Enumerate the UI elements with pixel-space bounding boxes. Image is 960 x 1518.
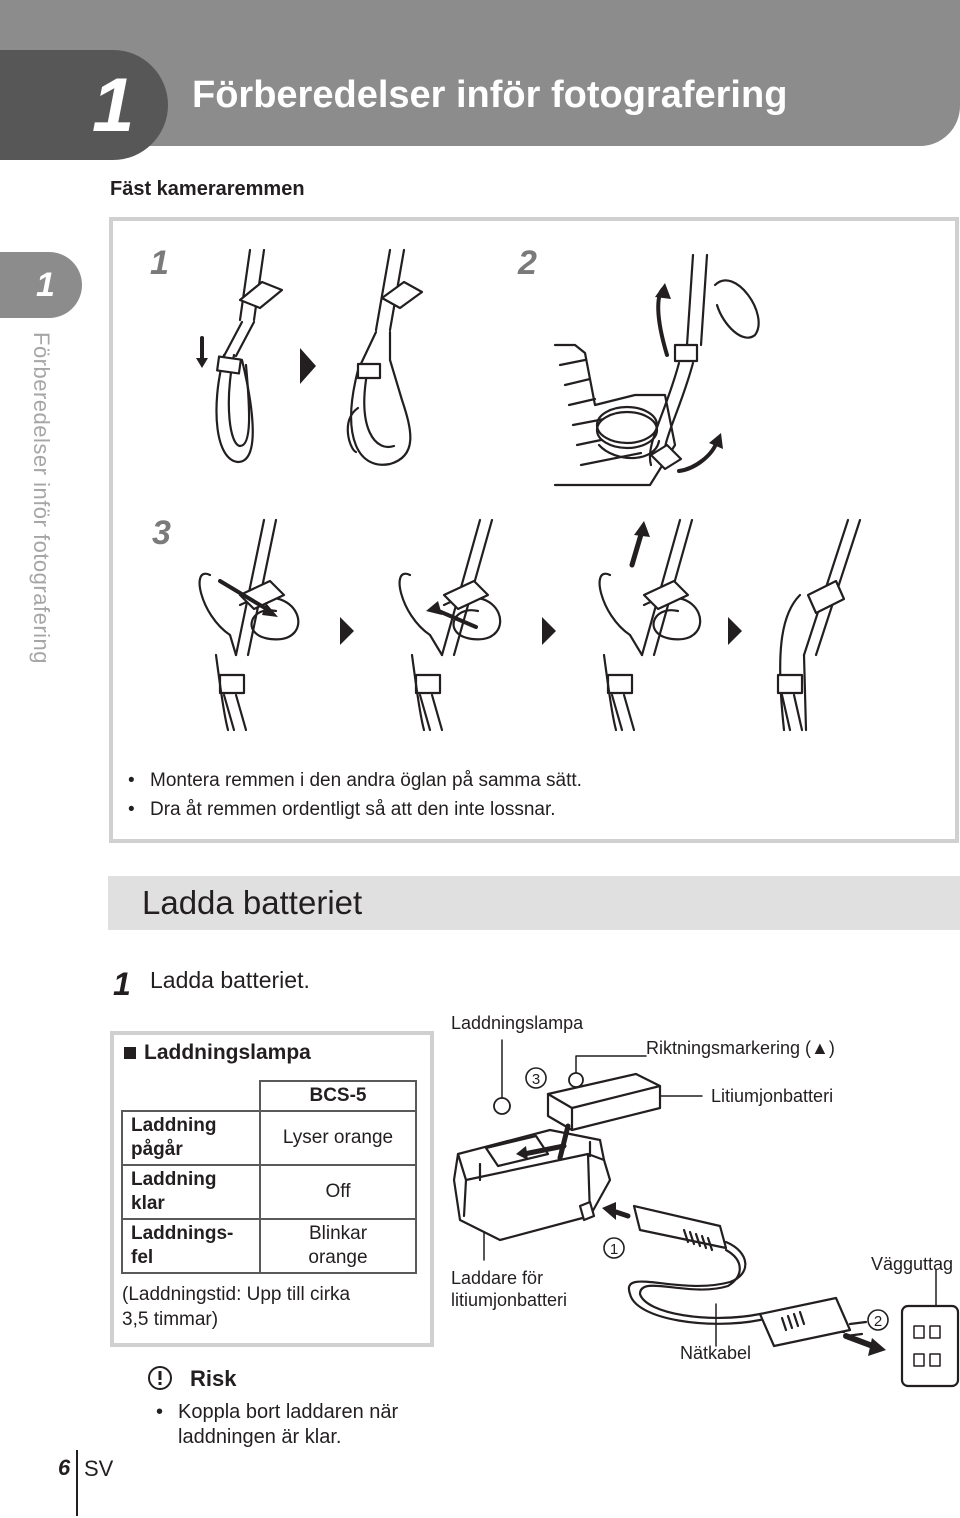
strap-step-2-label: 2	[518, 244, 537, 282]
charge-lamp-title-text: Laddningslampa	[144, 1041, 311, 1064]
strap-bullet-item: Dra åt remmen ordentligt så att den inte…	[128, 795, 582, 824]
chapter-number: 1	[92, 63, 135, 148]
strap-bullet-list: Montera remmen i den andra öglan på samm…	[128, 766, 582, 824]
strap-step-3-illustration	[198, 518, 862, 732]
charge-section-bar	[108, 876, 960, 930]
charge-lamp-box	[110, 1031, 434, 1347]
table-cell-label: Laddnings-fel	[121, 1218, 261, 1274]
label-battery: Litiumjonbatteri	[711, 1086, 834, 1106]
strap-step-1-label: 1	[150, 244, 169, 282]
caution-icon	[148, 1366, 172, 1390]
strap-illustration-box	[109, 217, 959, 843]
footer-divider	[76, 1450, 78, 1516]
strap-step-3-label: 3	[152, 514, 171, 552]
charge-step-number: 1	[113, 966, 131, 1002]
strap-step-2-illustration	[553, 253, 760, 487]
charge-section-title: Ladda batteriet	[142, 884, 363, 921]
table-cell-value: Off	[259, 1164, 417, 1220]
table-cell-value: Lyser orange	[259, 1110, 417, 1166]
circle-3-label: 3	[532, 1071, 540, 1088]
side-chapter-tab	[0, 252, 82, 318]
page-number: 6	[58, 1455, 71, 1480]
side-chapter-text: Förberedelser inför fotografering	[29, 332, 54, 664]
language-code: SV	[84, 1456, 114, 1481]
strap-section-heading: Fäst kameraremmen	[110, 178, 305, 200]
circle-2-label: 2	[874, 1313, 882, 1330]
circle-2-icon	[867, 1309, 889, 1331]
square-bullet-icon	[124, 1047, 136, 1059]
side-chapter-number: 1	[36, 266, 55, 304]
strap-step-3c	[598, 518, 702, 732]
charge-lamp-title: Laddningslampa	[124, 1041, 311, 1065]
chapter-number-tab	[0, 50, 168, 160]
strap-step-3b	[398, 518, 502, 732]
circle-3-icon	[525, 1067, 547, 1089]
table-header-model: BCS-5	[259, 1080, 417, 1112]
circle-1-label: 1	[610, 1241, 618, 1258]
charger-diagram: 3 1 2	[452, 1039, 960, 1388]
circle-1-icon	[603, 1237, 625, 1259]
label-charging-lamp: Laddningslampa	[451, 1013, 584, 1033]
label-direction-mark: Riktningsmarkering (▲)	[646, 1038, 835, 1058]
label-power-cable: Nätkabel	[680, 1343, 752, 1363]
strap-bullet-item: Montera remmen i den andra öglan på samm…	[128, 766, 582, 795]
risk-title: Risk	[190, 1366, 237, 1391]
label-wall-outlet: Vägguttag	[871, 1254, 954, 1274]
chapter-title: Förberedelser inför fotografering	[192, 74, 788, 116]
charge-step-text: Ladda batteriet.	[150, 967, 310, 993]
table-header-row: BCS-5	[122, 1080, 417, 1112]
strap-step-3a	[198, 518, 300, 732]
strap-step-1-illustration	[196, 248, 424, 466]
strap-step-3d	[776, 518, 862, 732]
